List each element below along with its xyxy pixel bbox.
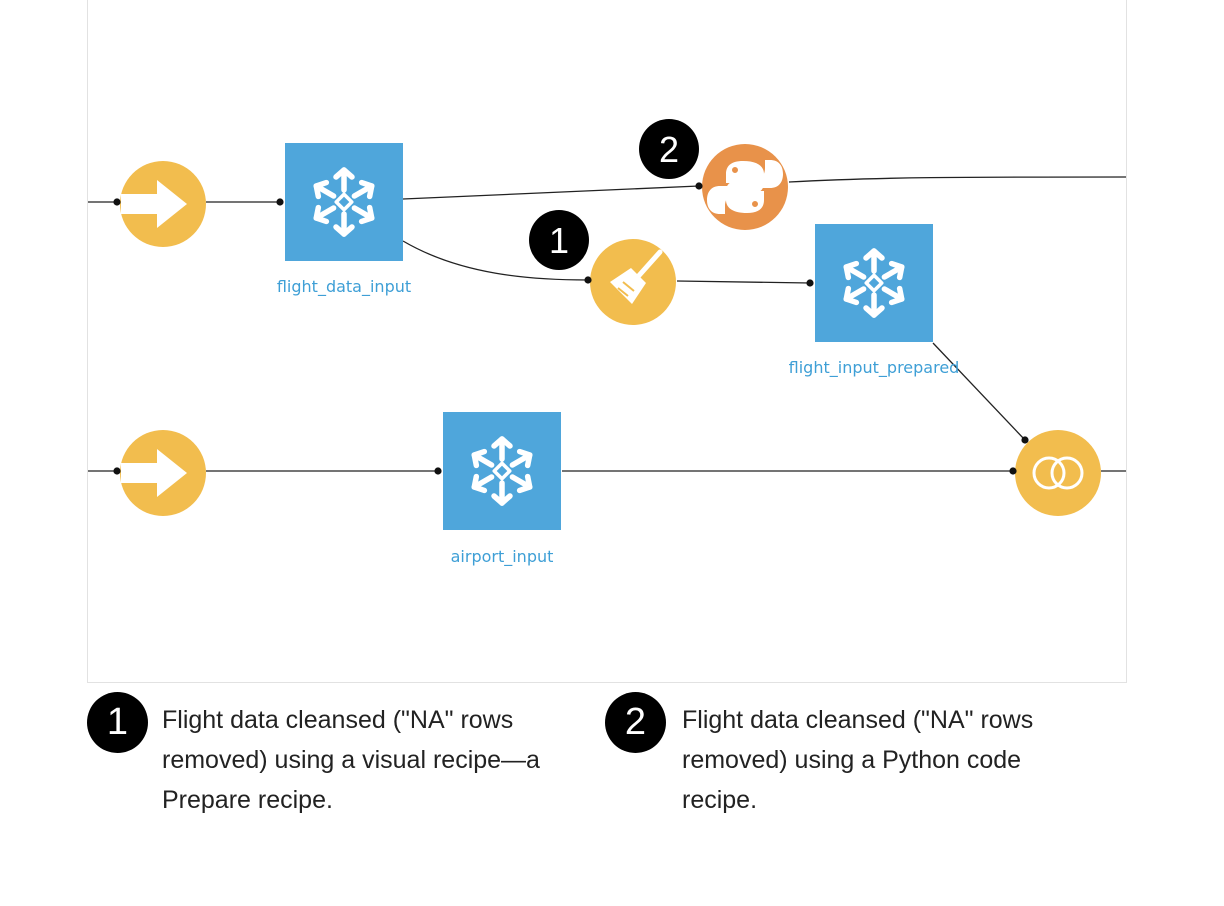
legend-badge-1: 1 [87, 692, 148, 753]
arrow-right-icon [121, 449, 187, 497]
svg-text:2: 2 [659, 129, 679, 170]
badge-prepare: 1 [529, 210, 589, 270]
legend-text-2: Flight data cleansed ("NA" rows removed)… [682, 706, 1034, 814]
broom-icon [610, 249, 663, 304]
python-icon [707, 160, 783, 214]
badge-python: 2 [639, 119, 699, 179]
dataset-label-flight-data-input: flight_data_input [277, 277, 411, 297]
legend-badge-2: 2 [605, 692, 666, 753]
legend-text-1: Flight data cleansed ("NA" rows removed)… [162, 706, 540, 814]
python-recipe[interactable] [702, 144, 788, 230]
arrow-right-icon [121, 180, 187, 228]
edge-python-out [788, 176, 1126, 183]
dataset-label-airport-input: airport_input [451, 547, 554, 567]
sync-recipe-top[interactable] [120, 161, 206, 247]
dataset-flight-data-input[interactable]: flight_data_input [277, 143, 411, 297]
svg-text:1: 1 [549, 220, 569, 261]
edge-prepare-to-flight-input-prepared [676, 280, 811, 284]
dataset-label-flight-input-prepared: flight_input_prepared [789, 358, 960, 378]
edge-flight-data-input-to-prepare [402, 240, 589, 281]
dataset-flight-input-prepared[interactable]: flight_input_prepared [789, 224, 960, 378]
dataset-airport-input[interactable]: airport_input [443, 412, 561, 567]
connector-dots [113, 182, 1029, 475]
edge-flight-input-prepared-to-join [932, 342, 1026, 441]
prepare-recipe[interactable] [590, 239, 676, 325]
join-recipe[interactable] [1015, 430, 1101, 516]
flow-edges [88, 176, 1126, 472]
edge-flight-data-input-to-python [402, 185, 700, 200]
flow-canvas: flight_data_input flight_input_prepared [87, 0, 1127, 683]
join-icon [1032, 456, 1084, 490]
sync-recipe-bottom[interactable] [120, 430, 206, 516]
